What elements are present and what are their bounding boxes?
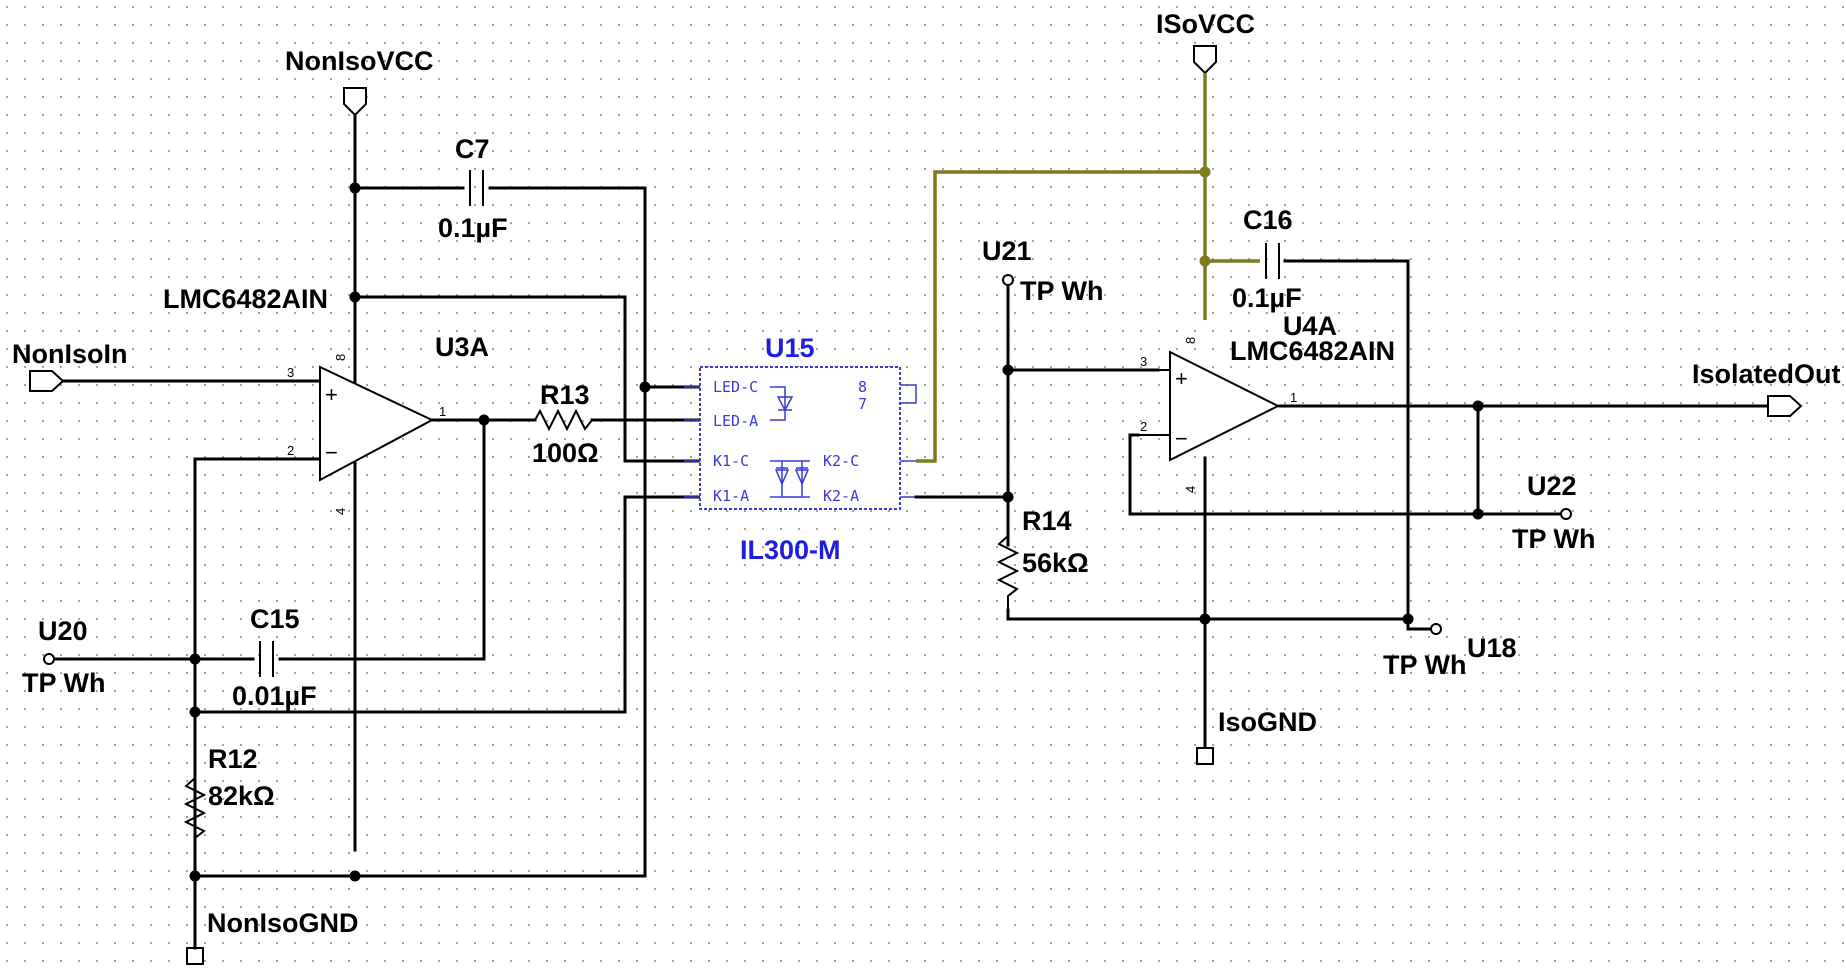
r13-value: 100Ω — [532, 438, 599, 468]
u3a-plus-sign: + — [325, 382, 338, 407]
c7-ref: C7 — [455, 134, 490, 164]
u21-ref: U21 — [982, 236, 1032, 266]
u15-ref: U15 — [765, 333, 815, 363]
capacitor-c15[interactable]: C15 0.01µF — [232, 604, 317, 711]
svg-text:K1-C: K1-C — [713, 452, 749, 470]
u20-ref: U20 — [38, 616, 88, 646]
svg-text:K1-A: K1-A — [713, 487, 749, 505]
c16-value: 0.1µF — [1232, 283, 1302, 313]
testpoint-u21[interactable]: U21 TP Wh — [982, 236, 1104, 306]
svg-text:1: 1 — [439, 404, 446, 419]
noniso-gnd-connector[interactable]: NonIsoGND — [186, 908, 359, 965]
u22-ref: U22 — [1527, 471, 1577, 501]
noniso-junctions — [189, 182, 651, 882]
u21-label: TP Wh — [1020, 276, 1104, 306]
testpoint-u20[interactable]: U20 TP Wh — [22, 616, 106, 698]
u18-label: TP Wh — [1383, 650, 1467, 680]
iso-vcc-connector[interactable]: ISoVCC — [1156, 9, 1255, 85]
u4a-minus-sign: − — [1175, 426, 1188, 451]
c15-ref: C15 — [250, 604, 300, 634]
svg-text:3: 3 — [1140, 354, 1147, 369]
r14-value: 56kΩ — [1022, 548, 1089, 578]
resistor-r14[interactable]: R14 56kΩ — [996, 495, 1089, 610]
iso-gnd-label: IsoGND — [1218, 707, 1317, 737]
svg-text:LED-A: LED-A — [713, 412, 758, 430]
resistor-r12[interactable]: R12 82kΩ — [183, 744, 275, 855]
r12-value: 82kΩ — [208, 781, 275, 811]
c16-ref: C16 — [1243, 205, 1293, 235]
opamp-u4a[interactable]: + − 3 2 1 8 4 U4A LMC6482AIN — [1138, 311, 1395, 493]
svg-text:8: 8 — [858, 378, 867, 396]
u4a-ref: U4A — [1283, 311, 1337, 341]
noniso-wires — [43, 113, 702, 937]
u22-label: TP Wh — [1512, 524, 1596, 554]
u4a-part: LMC6482AIN — [1230, 336, 1395, 366]
svg-text:1: 1 — [1290, 390, 1297, 405]
noniso-in-label: NonIsoIn — [12, 339, 128, 369]
r14-ref: R14 — [1022, 506, 1072, 536]
noniso-gnd-label: NonIsoGND — [207, 908, 359, 938]
iso-vcc-label: ISoVCC — [1156, 9, 1255, 39]
iso-gnd-connector[interactable]: IsoGND — [1196, 707, 1317, 765]
resistor-r13[interactable]: R13 100Ω — [532, 380, 599, 468]
capacitor-c7[interactable]: C7 0.1µF — [438, 134, 508, 243]
svg-text:LED-C: LED-C — [713, 378, 758, 396]
u4a-plus-sign: + — [1175, 366, 1188, 391]
c7-value: 0.1µF — [438, 213, 508, 243]
svg-text:K2-A: K2-A — [823, 487, 859, 505]
testpoint-u22[interactable]: U22 TP Wh — [1512, 471, 1596, 554]
r13-ref: R13 — [540, 380, 590, 410]
svg-text:3: 3 — [287, 365, 294, 380]
u15-part: IL300-M — [740, 535, 841, 565]
svg-text:2: 2 — [287, 443, 294, 458]
svg-text:2: 2 — [1140, 419, 1147, 434]
svg-text:8: 8 — [333, 354, 348, 361]
noniso-vcc-label: NonIsoVCC — [285, 46, 434, 76]
svg-text:K2-C: K2-C — [823, 452, 859, 470]
u3a-minus-sign: − — [325, 440, 338, 465]
svg-text:4: 4 — [1183, 486, 1198, 493]
svg-text:7: 7 — [858, 395, 867, 413]
u3a-part: LMC6482AIN — [163, 284, 328, 314]
r12-ref: R12 — [208, 744, 258, 774]
testpoint-u18[interactable]: TP Wh U18 — [1383, 623, 1517, 680]
isolated-out-label: IsolatedOut — [1692, 359, 1841, 389]
u3a-ref: U3A — [435, 332, 489, 362]
opamp-u3a[interactable]: + − 3 2 1 8 4 U3A LMC6482AIN — [163, 284, 489, 515]
capacitor-c16[interactable]: C16 0.1µF — [1232, 205, 1302, 313]
svg-text:4: 4 — [333, 508, 348, 515]
optocoupler-u15[interactable]: LED-C LED-A K1-C K1-A K2-C K2-A 8 7 U15 … — [684, 333, 917, 565]
noniso-in-port[interactable]: NonIsoIn — [12, 339, 128, 392]
u20-label: TP Wh — [22, 668, 106, 698]
iso-vcc-net — [916, 85, 1260, 463]
c15-value: 0.01µF — [232, 681, 317, 711]
noniso-vcc-connector[interactable]: NonIsoVCC — [285, 46, 434, 117]
iso-wires — [914, 259, 1782, 737]
u18-ref: U18 — [1467, 633, 1517, 663]
isolated-out-port[interactable]: IsolatedOut — [1692, 359, 1841, 417]
svg-text:8: 8 — [1183, 337, 1198, 344]
